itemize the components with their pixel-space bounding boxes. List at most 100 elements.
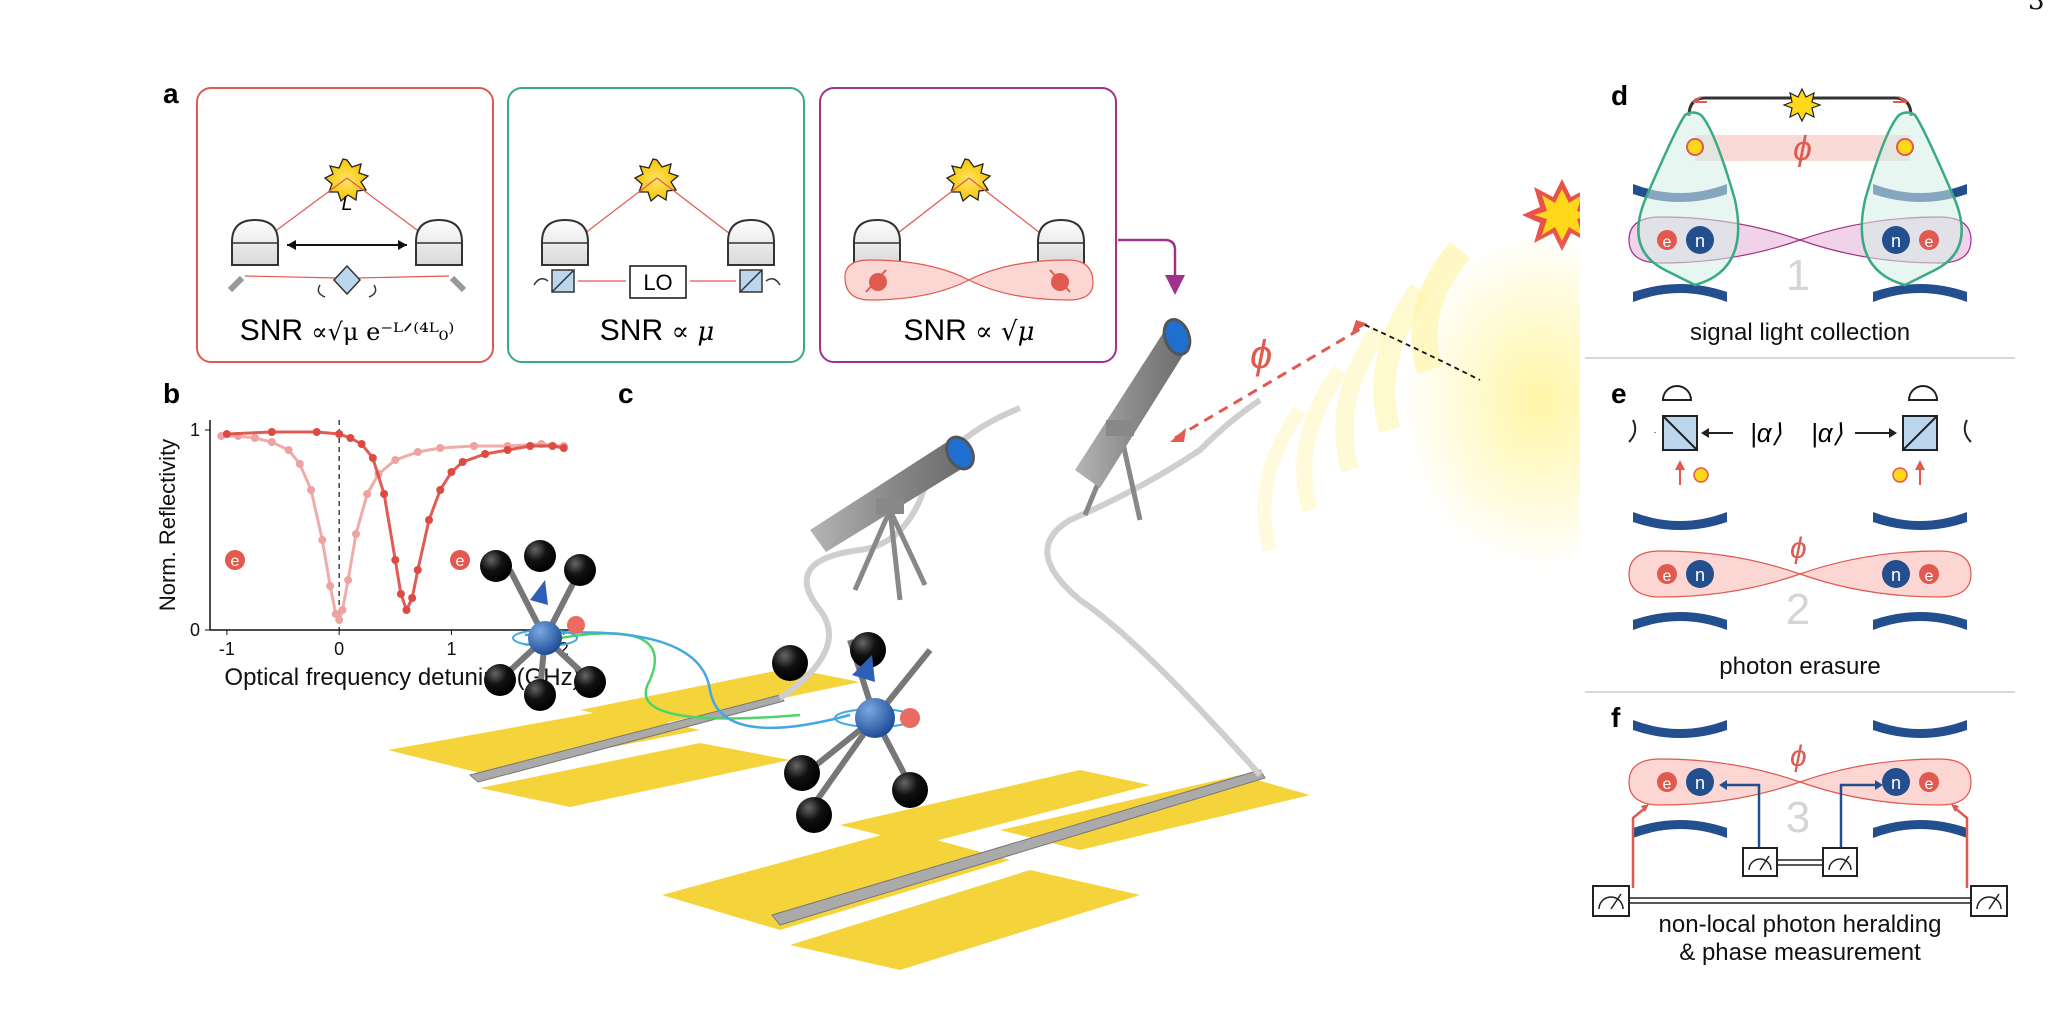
snr-box1: SNR ∝√μ e⁻ᴸᐟ⁽⁴ᴸ₀⁾	[240, 314, 455, 347]
panel-c-label: c	[618, 378, 634, 409]
gold-pad	[480, 743, 790, 807]
svg-text:n: n	[1891, 565, 1901, 585]
data-point	[408, 594, 417, 602]
data-point	[396, 590, 405, 598]
data-point	[267, 428, 276, 436]
phase-label-d: ϕ	[1793, 130, 1812, 168]
data-point	[352, 530, 360, 538]
color-center-2	[772, 632, 933, 833]
y-tick-label: 1	[190, 420, 200, 440]
x-tick-label: 2	[559, 639, 569, 659]
data-point	[548, 442, 557, 450]
data-point	[425, 516, 433, 524]
alpha-state-left: |α⟩	[1750, 418, 1782, 448]
alpha-state-right: |α⟩	[1811, 418, 1843, 448]
caption-e: photon erasure	[1719, 653, 1880, 680]
x-axis-label: Optical frequency detuning (GHz)	[224, 664, 580, 691]
panel-a-box-1	[196, 87, 494, 363]
detector-icon	[853, 218, 901, 266]
panel-a-box-3	[819, 87, 1117, 363]
phase-label-e: ϕ	[1790, 532, 1807, 565]
color-center-1	[480, 540, 606, 711]
light-waves	[1257, 230, 1580, 570]
phase-label-c: ϕ	[1250, 333, 1272, 377]
data-point	[391, 556, 400, 564]
lo-label: LO	[643, 270, 672, 295]
panel-a-box-2	[507, 87, 805, 363]
panel-e-label: e	[1611, 378, 1627, 409]
data-point	[458, 458, 467, 466]
data-point	[413, 448, 422, 456]
data-point	[338, 606, 347, 614]
x-tick-label: 1	[446, 639, 456, 659]
series-line	[226, 430, 565, 614]
gold-pad	[662, 830, 1010, 930]
electron-marker-light: e	[225, 550, 245, 570]
purple-arrow	[1118, 238, 1177, 280]
gold-pad	[840, 770, 1150, 845]
electron-marker-dark: e	[450, 550, 470, 570]
detector-icon	[1661, 385, 1693, 401]
caption-f-line2: & phase measurement	[1679, 939, 1921, 966]
meter-icon	[1742, 847, 1778, 877]
panel-a: L SNR ∝√μ e⁻ᴸᐟ⁽⁴ᴸ₀⁾ LO SNR ∝ μ SNR ∝ √μ	[196, 87, 1185, 363]
step-number-2: 2	[1786, 585, 1810, 634]
waveguide	[771, 769, 1266, 926]
data-point	[413, 566, 422, 574]
data-point	[402, 606, 411, 614]
sun-icon	[633, 158, 680, 203]
sun-icon	[945, 158, 992, 203]
data-point	[346, 434, 355, 442]
data-point	[331, 610, 340, 618]
data-point	[307, 486, 316, 494]
x-tick-label: 0	[334, 639, 344, 659]
lo-box	[629, 265, 687, 299]
svg-text:n: n	[1695, 565, 1705, 585]
panel-c-illustration: ϕ	[388, 179, 1580, 970]
data-point	[357, 440, 366, 448]
data-point	[436, 444, 445, 452]
data-point	[469, 442, 478, 450]
telescope-icon-right	[1075, 318, 1192, 521]
optical-fiber	[1044, 397, 1263, 777]
data-point	[335, 616, 344, 624]
svg-text:e: e	[456, 553, 465, 570]
svg-text:e: e	[1663, 568, 1672, 585]
data-point	[559, 444, 568, 452]
beamsplitter-icon	[332, 264, 362, 296]
step-number-3: 3	[1786, 793, 1810, 842]
svg-text:e: e	[1925, 776, 1934, 793]
distance-label: L	[341, 193, 352, 215]
optical-fiber	[778, 405, 1022, 701]
entangled-lobes	[844, 259, 1094, 301]
data-point	[363, 490, 372, 498]
panel-b-label: b	[163, 378, 181, 409]
panels-def: ϕ e n n e 1 signal light collection |α⟩ …	[1585, 87, 2015, 966]
data-point	[250, 434, 259, 442]
svg-text:n: n	[1891, 231, 1901, 251]
data-point	[284, 446, 293, 454]
detector-icon	[231, 218, 279, 266]
panel-d-label: d	[1611, 80, 1629, 111]
data-point	[295, 460, 304, 468]
data-point	[335, 430, 344, 438]
detector-icon	[415, 218, 463, 266]
data-point	[436, 486, 445, 494]
svg-text:n: n	[1695, 231, 1705, 251]
page-number: 3	[2028, 0, 2045, 16]
sun-icon	[323, 158, 370, 203]
caption-f-line1: non-local photon heralding	[1659, 911, 1942, 938]
detector-icon	[541, 218, 589, 266]
y-axis-label: Norm. Reflectivity	[155, 439, 180, 611]
svg-text:e: e	[1663, 776, 1672, 793]
detector-icon	[1907, 385, 1939, 401]
data-point	[526, 442, 535, 450]
data-point	[344, 576, 353, 584]
meter-icon	[1970, 885, 2008, 917]
data-point	[326, 582, 335, 590]
snr-box2: SNR ∝ μ	[600, 314, 714, 347]
snr-box3: SNR ∝ √μ	[903, 314, 1034, 347]
svg-text:e: e	[1925, 568, 1934, 585]
caption-d: signal light collection	[1690, 319, 1910, 346]
